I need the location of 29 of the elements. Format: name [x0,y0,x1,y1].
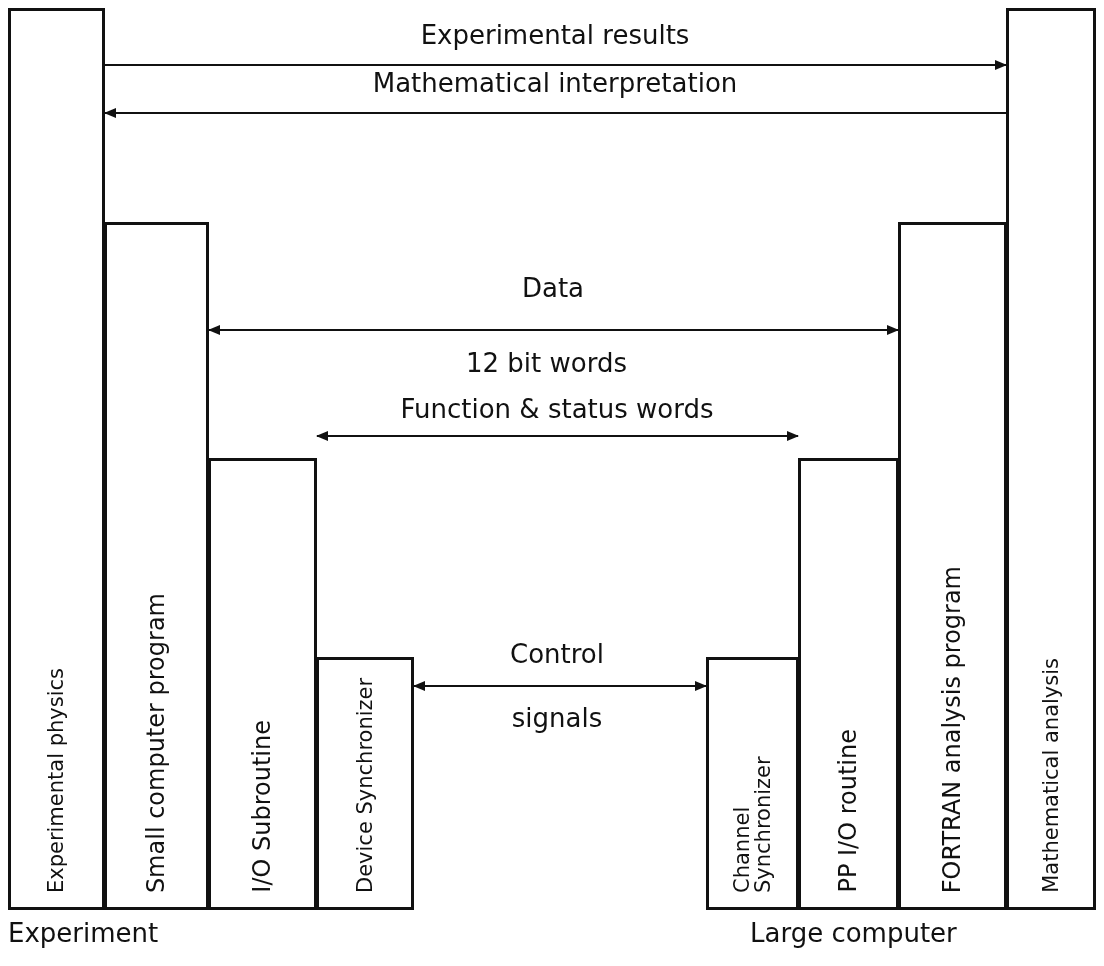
column-box [8,8,105,910]
column-label: Experimental physics [46,667,67,893]
column-box [798,458,899,910]
edge-label: Experimental results [420,20,690,50]
arrow [104,60,1007,70]
column-label: Channel Synchronizer [731,755,774,893]
column-label: Device Synchronizer [354,676,376,893]
column-label: I/O Subroutine [249,720,276,893]
arrow [316,431,799,441]
column-label: FORTRAN analysis program [939,565,966,893]
edge-label: Function & status words [400,394,714,424]
text-label: 12 bit words [466,348,627,378]
text-label: Experiment [8,918,159,948]
edge-label: Mathematical interpretation [372,68,738,98]
column-box [1006,8,1096,910]
column-box [898,222,1007,910]
column-label: Small computer program [143,592,170,893]
edge-label: Data [521,273,585,303]
arrow [104,108,1007,118]
column-box [208,458,317,910]
edge-label: Control signals [509,638,605,735]
text-label: Large computer [750,918,957,948]
arrow [413,681,707,691]
column-label: Mathematical analysis [1040,658,1062,893]
column-box [706,657,799,910]
arrow [208,325,899,335]
column-box [316,657,414,910]
column-box [104,222,209,910]
column-label: PP I/O routine [835,729,862,893]
